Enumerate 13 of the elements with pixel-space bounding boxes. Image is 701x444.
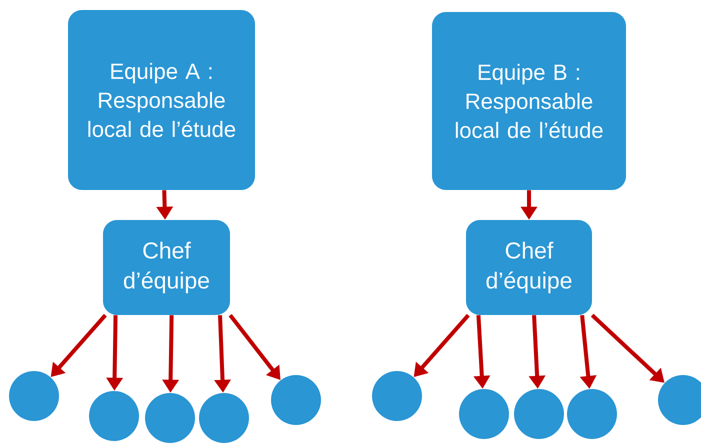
team-box: Equipe A : Responsable local de l’étude [68, 10, 255, 190]
member-circle [271, 375, 321, 425]
member-circle [199, 393, 249, 443]
member-circle [9, 371, 59, 421]
member-circle [145, 393, 195, 443]
member-circle [459, 389, 509, 439]
team-box: Equipe B : Responsable local de l’étude [432, 12, 626, 190]
member-circle [567, 389, 617, 439]
team-box: Chef d’équipe [466, 220, 592, 315]
member-circle [514, 389, 564, 439]
member-circle [372, 371, 422, 421]
team-box: Chef d’équipe [103, 220, 230, 315]
member-circle [89, 391, 139, 441]
